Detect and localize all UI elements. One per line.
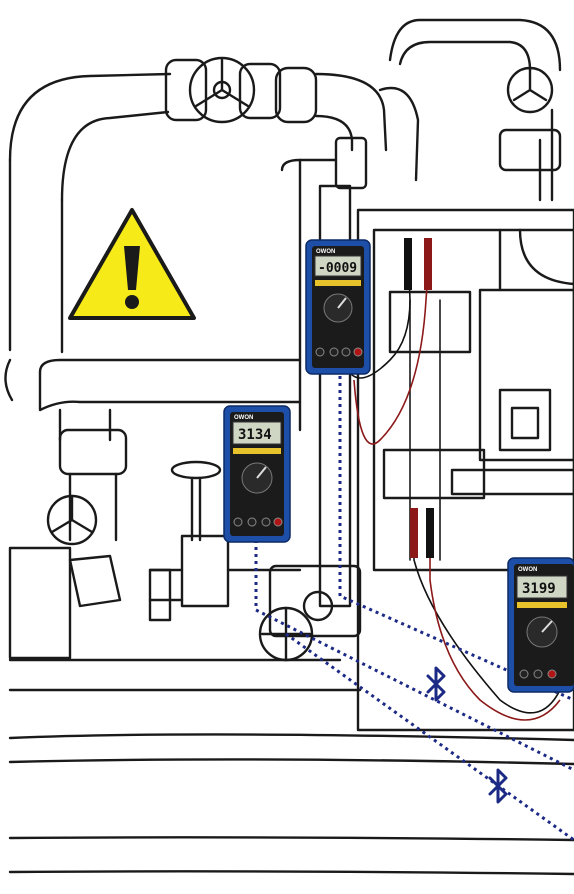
bluetooth-links: [254, 376, 574, 842]
meter-brand: OWON: [518, 567, 537, 573]
multimeter-right: OWON 3199: [507, 557, 574, 693]
warning-icon: [68, 208, 196, 320]
multimeter-top: OWON -0009: [305, 239, 371, 375]
meter-brand: OWON: [316, 249, 335, 255]
probe-leads: [347, 238, 561, 721]
multimeter-mid: OWON 3134: [223, 405, 291, 543]
bluetooth-icon: [426, 666, 446, 702]
meter-reading: 3199: [522, 581, 556, 597]
meter-brand: OWON: [234, 415, 253, 421]
meter-reading: 3134: [238, 427, 272, 443]
bluetooth-icon: [488, 768, 508, 804]
meter-reading: -0009: [318, 261, 357, 276]
